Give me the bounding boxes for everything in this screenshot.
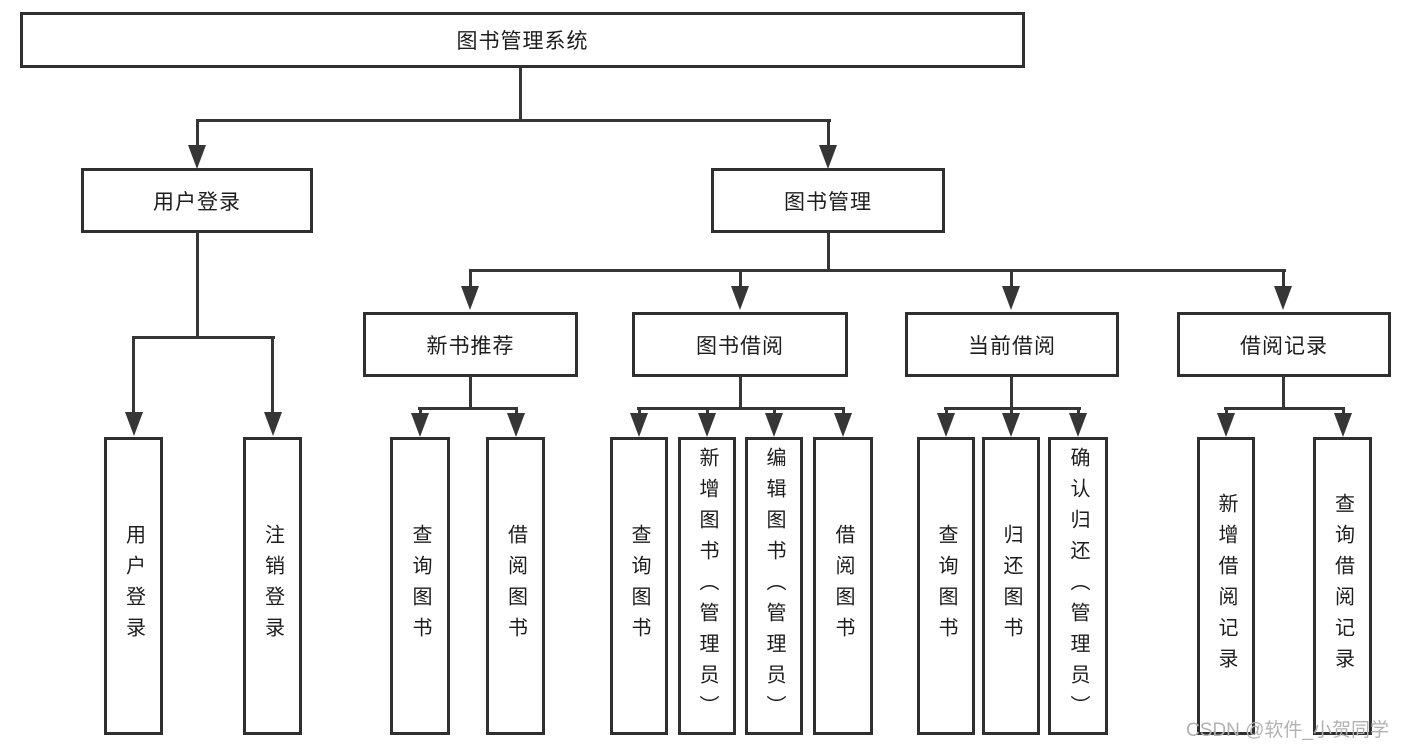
connector (132, 338, 135, 414)
arrowhead (834, 413, 852, 437)
leaf-records-query-label: 查询借阅记录 (1331, 493, 1354, 679)
leaf-current-query: 查询图书 (917, 437, 975, 735)
leaf-logout: 注销登录 (243, 437, 302, 735)
arrowhead (411, 413, 429, 437)
arrowhead (188, 145, 206, 169)
leaf-borrow-borrow-label: 借阅图书 (832, 524, 854, 648)
leaf-borrow-add-label: 新增图书（管理员） (696, 446, 718, 726)
connector (638, 409, 641, 415)
connector (1282, 271, 1285, 288)
leaf-user-login: 用户登录 (104, 437, 163, 735)
arrowhead (819, 145, 837, 169)
leaf-newbooks-borrow-label: 借阅图书 (504, 524, 527, 648)
arrowhead (1274, 286, 1292, 310)
arrowhead (1334, 413, 1352, 437)
node-book-mgmt-label: 图书管理 (784, 190, 872, 214)
arrowhead (461, 286, 479, 310)
connector (739, 271, 742, 288)
connector (132, 336, 275, 339)
leaf-current-confirm-label: 确认归还（管理员） (1067, 446, 1089, 726)
arrowhead (630, 413, 648, 437)
arrowhead (507, 413, 525, 437)
connector (842, 409, 845, 415)
connector (418, 407, 518, 410)
leaf-newbooks-query: 查询图书 (390, 437, 450, 735)
connector (196, 121, 199, 147)
node-book-borrow: 图书借阅 (632, 312, 848, 377)
arrowhead (1069, 413, 1087, 437)
arrowhead (1002, 413, 1020, 437)
leaf-borrow-borrow: 借阅图书 (813, 437, 873, 735)
connector (1010, 271, 1013, 288)
leaf-current-confirm: 确认归还（管理员） (1048, 437, 1108, 735)
connector (469, 376, 472, 409)
leaf-borrow-query: 查询图书 (610, 437, 668, 735)
connector (469, 269, 1286, 272)
connector (271, 338, 274, 414)
node-borrow-records: 借阅记录 (1177, 312, 1391, 377)
node-user-login: 用户登录 (81, 168, 313, 233)
leaf-borrow-edit: 编辑图书（管理员） (745, 437, 803, 735)
arrowhead (264, 412, 282, 436)
connector (419, 409, 422, 415)
node-new-books: 新书推荐 (363, 312, 578, 377)
leaf-borrow-query-label: 查询图书 (628, 524, 650, 648)
connector (1077, 409, 1080, 415)
connector (196, 119, 831, 122)
arrowhead (765, 413, 783, 437)
connector (519, 68, 522, 121)
arrowhead (731, 286, 749, 310)
arrowhead (1002, 286, 1020, 310)
leaf-newbooks-query-label: 查询图书 (409, 524, 431, 648)
node-current-borrow-label: 当前借阅 (968, 334, 1056, 358)
arrowhead (1217, 413, 1235, 437)
arrowhead (125, 412, 143, 436)
connector (469, 271, 472, 288)
node-user-login-label: 用户登录 (153, 190, 241, 214)
connector (944, 407, 1081, 410)
connector (706, 409, 709, 415)
leaf-current-return-label: 归还图书 (1000, 524, 1022, 648)
leaf-records-add: 新增借阅记录 (1197, 437, 1255, 735)
connector (945, 409, 948, 415)
leaf-records-add-label: 新增借阅记录 (1215, 493, 1237, 679)
connector (827, 232, 830, 271)
csdn-watermark: CSDN @软件_小贺同学 (1186, 720, 1389, 741)
connector (1342, 409, 1345, 415)
leaf-borrow-add: 新增图书（管理员） (678, 437, 736, 735)
leaf-current-return: 归还图书 (982, 437, 1040, 735)
arrowhead (937, 413, 955, 437)
leaf-newbooks-borrow: 借阅图书 (486, 437, 545, 735)
node-root-label: 图书管理系统 (456, 30, 589, 53)
node-book-borrow-label: 图书借阅 (696, 334, 784, 358)
connector (1010, 409, 1013, 415)
connector (739, 376, 742, 409)
connector (1010, 376, 1013, 409)
connector (773, 409, 776, 415)
node-book-mgmt: 图书管理 (711, 168, 945, 233)
connector (1282, 376, 1285, 409)
connector (1225, 409, 1228, 415)
connector (827, 121, 830, 147)
leaf-user-login-label: 用户登录 (122, 524, 145, 648)
connector (637, 407, 845, 410)
node-current-borrow: 当前借阅 (905, 312, 1119, 377)
node-borrow-records-label: 借阅记录 (1240, 334, 1328, 358)
connector (515, 409, 518, 415)
leaf-logout-label: 注销登录 (261, 524, 284, 648)
node-new-books-label: 新书推荐 (426, 334, 515, 358)
connector (196, 232, 199, 338)
node-root: 图书管理系统 (20, 12, 1025, 68)
leaf-records-query: 查询借阅记录 (1313, 437, 1372, 735)
connector (1224, 407, 1345, 410)
arrowhead (698, 413, 716, 437)
leaf-current-query-label: 查询图书 (935, 524, 957, 648)
leaf-borrow-edit-label: 编辑图书（管理员） (763, 446, 785, 726)
